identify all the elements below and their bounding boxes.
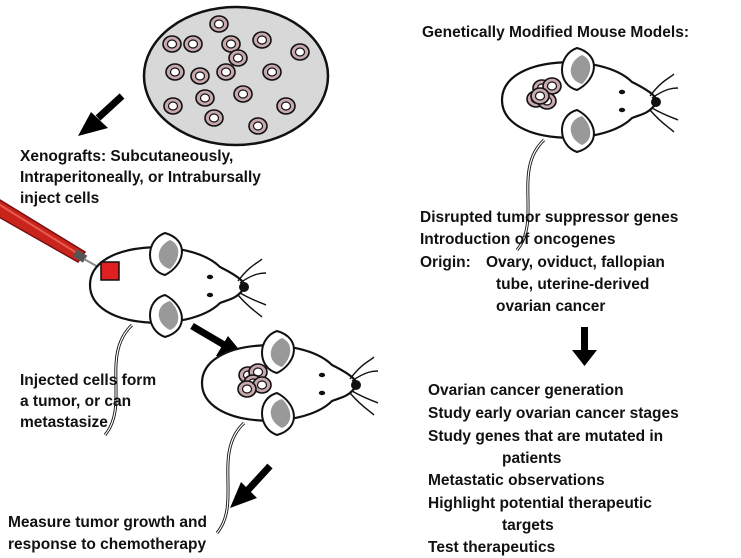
tumor-cluster-icon [237,363,272,398]
origin-line-3: ovarian cancer [496,298,606,315]
xenograft-title-line-3: inject cells [20,190,100,207]
arrow-icon [230,463,273,508]
tumor-mouse-icon [200,329,380,535]
application-3-cont: patients [502,450,562,467]
application-2: Study early ovarian cancer stages [428,405,679,422]
syringe-icon [0,199,101,269]
tumor-text-line-3: metastasize [20,414,108,431]
tumor-text-line-1: Injected cells form [20,372,157,389]
application-3: Study genes that are mutated in [428,428,664,445]
application-4: Metastatic observations [428,472,605,489]
xenograft-title-line-2: Intraperitoneally, or Intrabursally [20,169,261,186]
gemm-method-2: Introduction of oncogenes [420,231,616,248]
xenograft-title-line-1: Xenografts: Subcutaneously, [20,148,234,165]
measure-text-line-1: Measure tumor growth and [8,514,207,531]
petri-dish-icon [142,5,330,147]
application-5-cont: targets [502,517,554,534]
origin-line-1: Ovary, oviduct, fallopian [486,254,665,271]
tumor-text-line-2: a tumor, or can [20,393,132,410]
injection-site-icon [100,261,120,281]
down-arrow-icon [572,327,597,366]
origin-line-2: tube, uterine-derived [496,276,650,293]
application-5: Highlight potential therapeutic [428,495,652,512]
application-6: Test therapeutics [428,539,556,556]
gemm-method-1: Disrupted tumor suppressor genes [420,209,679,226]
gemm-title: Genetically Modified Mouse Models: [422,24,689,41]
application-1: Ovarian cancer generation [428,382,624,399]
arrow-icon [78,93,125,136]
origin-label: Origin: [420,254,471,271]
measure-text-line-2: response to chemotherapy [8,536,207,553]
